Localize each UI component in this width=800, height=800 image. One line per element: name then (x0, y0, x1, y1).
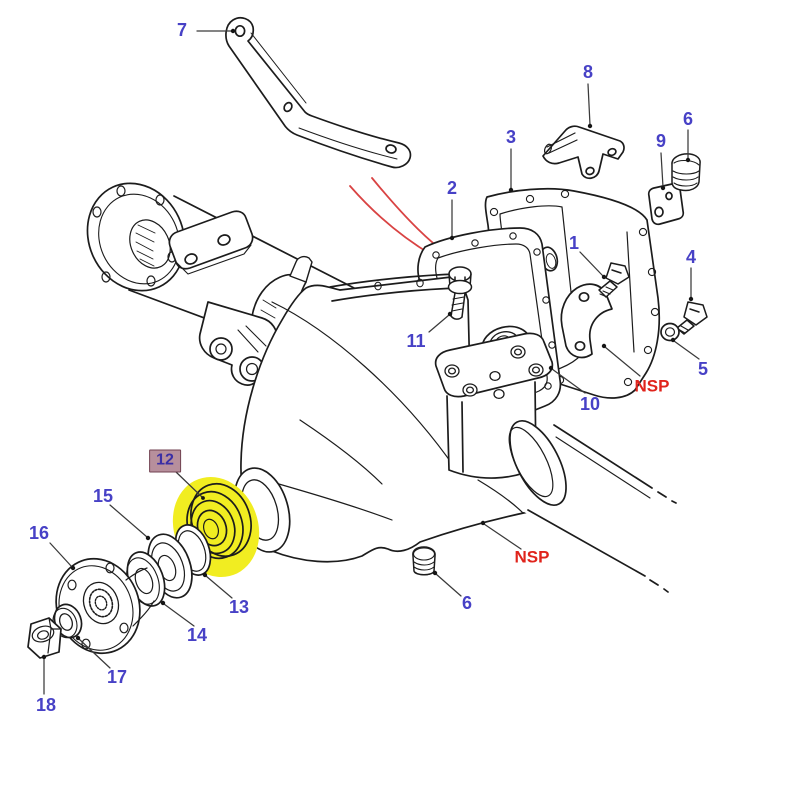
part-18-nut (27, 617, 62, 659)
part-6-plug-bottom (412, 546, 436, 576)
callout-8[interactable]: 8 (582, 62, 594, 82)
callout-9[interactable]: 9 (655, 131, 667, 151)
callout-1[interactable]: 1 (568, 233, 580, 253)
part-9-plate (647, 182, 685, 226)
callout-7[interactable]: 7 (176, 20, 188, 40)
part-4-bolt (676, 301, 708, 335)
part-11-bolt (447, 266, 473, 320)
callout-12[interactable]: 12 (149, 449, 181, 473)
part-5-washer (660, 322, 680, 342)
callout-13[interactable]: 13 (228, 597, 250, 617)
right-axle-tube (508, 420, 677, 593)
callout-6-bottom[interactable]: 6 (461, 593, 473, 613)
callout-15[interactable]: 15 (92, 486, 114, 506)
axle-flange (86, 182, 186, 292)
callout-10[interactable]: 10 (579, 394, 601, 414)
part-7-bracket (225, 17, 412, 169)
callout-16[interactable]: 16 (28, 523, 50, 543)
callout-14[interactable]: 14 (186, 625, 208, 645)
callout-11[interactable]: 11 (406, 331, 426, 351)
callout-nsp-upper: NSP (634, 376, 670, 396)
callout-17[interactable]: 17 (106, 667, 128, 687)
tube-mount-plate (168, 210, 254, 275)
part-1-bolt (598, 262, 630, 298)
callout-2[interactable]: 2 (446, 178, 458, 198)
callout-nsp-lower: NSP (514, 547, 550, 567)
callout-5[interactable]: 5 (697, 359, 709, 379)
leader-lines (43, 30, 700, 695)
callout-6-top[interactable]: 6 (682, 109, 694, 129)
callout-4[interactable]: 4 (685, 247, 697, 267)
callout-18[interactable]: 18 (35, 695, 57, 715)
callout-3[interactable]: 3 (505, 127, 517, 147)
leader-dots (41, 28, 694, 660)
part-8-bracket (542, 125, 625, 180)
